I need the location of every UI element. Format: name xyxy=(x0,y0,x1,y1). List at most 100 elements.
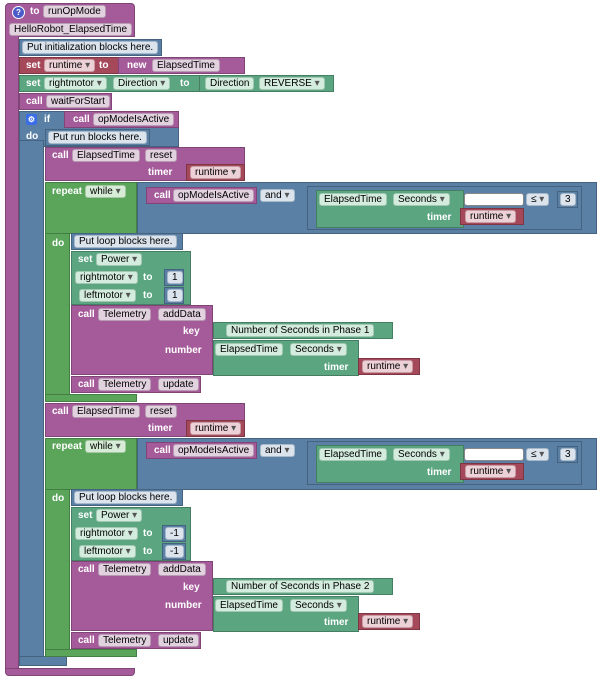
loop-comment-field[interactable]: Put loop blocks here. xyxy=(74,235,178,248)
number-field[interactable]: 1 xyxy=(167,289,183,302)
repeat-label: repeat xyxy=(52,186,83,197)
call-label: call xyxy=(52,150,69,161)
opmode-active-field[interactable]: opModeIsActive xyxy=(173,444,255,457)
help-icon[interactable]: ? xyxy=(12,6,25,19)
to-label: to xyxy=(30,6,40,17)
telemetry-object-field[interactable]: Telemetry xyxy=(98,308,152,321)
leftmotor-dropdown[interactable]: leftmotor xyxy=(79,289,136,302)
seconds-prop-dropdown[interactable]: Seconds xyxy=(393,193,450,206)
call-label: call xyxy=(154,190,171,201)
direction-prop-dropdown[interactable]: Direction xyxy=(113,77,171,90)
elapsedtime-object-field[interactable]: ElapsedTime xyxy=(319,448,387,461)
wait-for-start-field[interactable]: waitForStart xyxy=(46,95,110,108)
power-prop-dropdown[interactable]: Power xyxy=(96,509,143,522)
call-label: call xyxy=(154,445,171,456)
if-label: if xyxy=(44,114,51,125)
key-string-field[interactable]: Number of Seconds in Phase 2 xyxy=(226,580,375,593)
rightmotor-dropdown[interactable]: rightmotor xyxy=(44,77,107,90)
call-label: call xyxy=(78,635,95,646)
rightmotor-dropdown[interactable]: rightmotor xyxy=(75,271,138,284)
telemetry-object-field[interactable]: Telemetry xyxy=(98,378,152,391)
init-comment-field[interactable]: Put initialization blocks here. xyxy=(22,41,159,54)
number-label: number xyxy=(165,600,202,611)
while-mode-dropdown[interactable]: while xyxy=(85,185,126,198)
update-method-field[interactable]: update xyxy=(158,634,199,647)
run-comment-field[interactable]: Put run blocks here. xyxy=(48,131,147,144)
key-label: key xyxy=(183,326,200,337)
repeat-spine xyxy=(45,489,70,651)
elapsedtime-object-field[interactable]: ElapsedTime xyxy=(72,149,140,162)
set-label: set xyxy=(78,510,93,521)
number-field[interactable]: -1 xyxy=(165,545,184,558)
elapsedtime-object-field[interactable]: ElapsedTime xyxy=(215,343,283,356)
seconds-prop-dropdown[interactable]: Seconds xyxy=(393,448,450,461)
timer-label: timer xyxy=(427,212,452,223)
timer-label: timer xyxy=(148,423,173,434)
timer-label: timer xyxy=(324,617,349,628)
loop-comment-field[interactable]: Put loop blocks here. xyxy=(74,491,178,504)
runtime-var-dropdown[interactable]: runtime xyxy=(362,360,414,373)
call-label: call xyxy=(78,379,95,390)
empty-slot xyxy=(464,448,524,461)
reverse-value-dropdown[interactable]: REVERSE xyxy=(259,77,325,90)
call-label: call xyxy=(73,114,90,125)
key-string-field[interactable]: Number of Seconds in Phase 1 xyxy=(226,324,375,337)
elapsedtime-class-field[interactable]: ElapsedTime xyxy=(152,59,220,72)
function-name-field[interactable]: runOpMode xyxy=(43,5,106,18)
gear-icon[interactable]: ⚙ xyxy=(26,114,37,125)
project-name-field[interactable]: HelloRobot_ElapsedTime xyxy=(9,23,133,36)
telemetry-object-field[interactable]: Telemetry xyxy=(98,634,152,647)
repeat-footer xyxy=(45,649,137,657)
number-field[interactable]: 1 xyxy=(167,271,183,284)
adddata-method-field[interactable]: addData xyxy=(158,563,206,576)
number-field[interactable]: -1 xyxy=(165,527,184,540)
to-label: to xyxy=(143,290,153,301)
number-field[interactable]: 3 xyxy=(560,193,576,206)
runtime-var-dropdown[interactable]: runtime xyxy=(465,210,517,223)
if-spine xyxy=(19,140,44,662)
compare-operator-dropdown[interactable]: ≤ xyxy=(526,193,550,206)
do-label: do xyxy=(52,493,65,504)
set-label: set xyxy=(26,78,41,89)
seconds-prop-dropdown[interactable]: Seconds xyxy=(290,599,347,612)
elapsedtime-object-field[interactable]: ElapsedTime xyxy=(319,193,387,206)
compare-operator-dropdown[interactable]: ≤ xyxy=(526,448,550,461)
runtime-var-dropdown[interactable]: runtime xyxy=(190,422,242,435)
repeat-label: repeat xyxy=(52,441,83,452)
leftmotor-dropdown[interactable]: leftmotor xyxy=(79,545,136,558)
repeat-spine xyxy=(45,233,70,396)
adddata-method-field[interactable]: addData xyxy=(158,308,206,321)
elapsedtime-object-field[interactable]: ElapsedTime xyxy=(72,405,140,418)
and-operator-dropdown[interactable]: and xyxy=(260,189,295,202)
runtime-var-dropdown[interactable]: runtime xyxy=(44,59,96,72)
repeat-footer xyxy=(45,394,137,402)
opmode-active-field[interactable]: opModeIsActive xyxy=(173,189,255,202)
seconds-prop-dropdown[interactable]: Seconds xyxy=(290,343,347,356)
to-label: to xyxy=(99,60,109,71)
reset-method-field[interactable]: reset xyxy=(145,149,178,162)
to-label: to xyxy=(143,546,153,557)
timer-label: timer xyxy=(324,362,349,373)
elapsedtime-object-field[interactable]: ElapsedTime xyxy=(215,599,283,612)
number-label: number xyxy=(165,345,202,356)
while-mode-dropdown[interactable]: while xyxy=(85,440,126,453)
update-method-field[interactable]: update xyxy=(158,378,199,391)
procedure-spine xyxy=(5,36,19,670)
reset-method-field[interactable]: reset xyxy=(145,405,178,418)
runtime-var-dropdown[interactable]: runtime xyxy=(362,615,414,628)
and-operator-dropdown[interactable]: and xyxy=(260,444,295,457)
telemetry-object-field[interactable]: Telemetry xyxy=(98,563,152,576)
telemetry-adddata-block[interactable] xyxy=(71,561,213,631)
if-footer xyxy=(19,656,67,666)
runtime-var-dropdown[interactable]: runtime xyxy=(465,465,517,478)
power-prop-dropdown[interactable]: Power xyxy=(96,253,143,266)
to-label: to xyxy=(143,528,153,539)
opmode-active-field[interactable]: opModeIsActive xyxy=(93,113,175,126)
timer-label: timer xyxy=(148,167,173,178)
do-label: do xyxy=(52,238,65,249)
rightmotor-dropdown[interactable]: rightmotor xyxy=(75,527,138,540)
call-label: call xyxy=(78,309,95,320)
runtime-var-dropdown[interactable]: runtime xyxy=(190,166,242,179)
do-label: do xyxy=(26,131,39,142)
number-field[interactable]: 3 xyxy=(560,448,576,461)
